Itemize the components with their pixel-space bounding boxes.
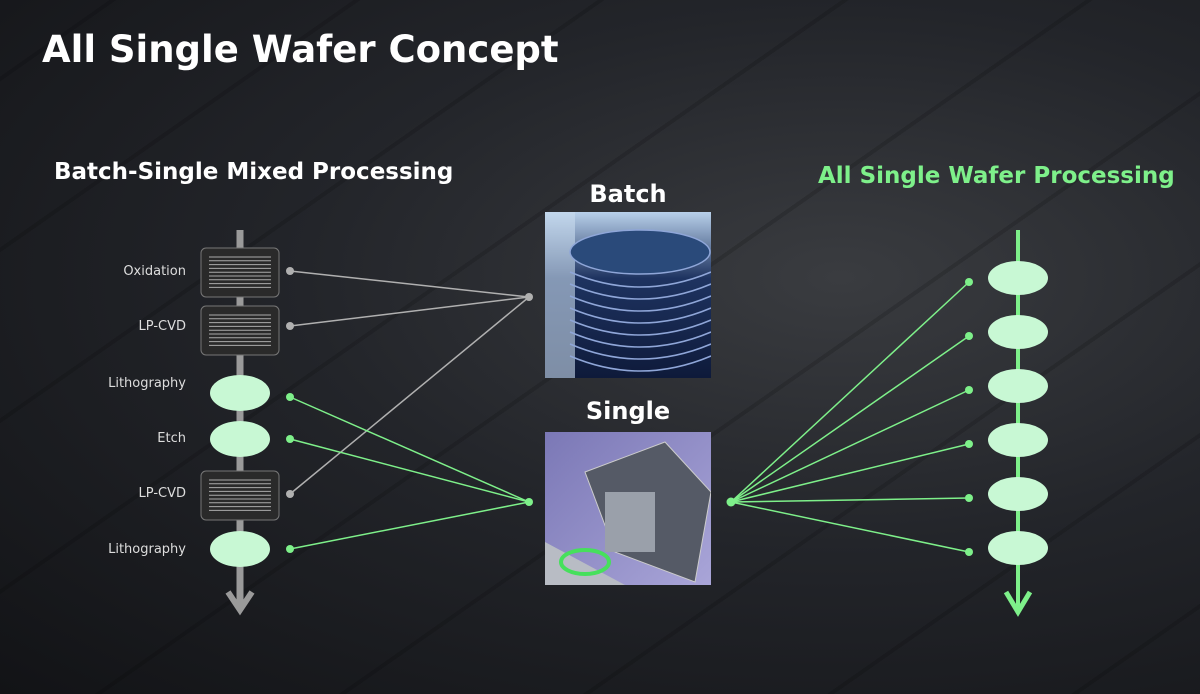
right-connector-dot <box>965 278 973 286</box>
right-connector <box>730 497 970 503</box>
single-connector-dots <box>286 393 533 553</box>
batch-box-lines <box>209 256 271 511</box>
left-heading: Batch-Single Mixed Processing <box>54 159 454 185</box>
batch-connectors <box>289 270 530 495</box>
single-caption: Single <box>585 397 671 425</box>
step-label: Lithography <box>108 376 186 391</box>
step-label: Lithography <box>108 542 186 557</box>
single-step-ellipse <box>210 375 270 567</box>
batch-wafer-image <box>545 212 711 378</box>
single-step-ellipse <box>988 315 1048 349</box>
right-connector-dot <box>965 440 973 448</box>
step-label: Etch <box>157 431 186 446</box>
single-step-ellipse <box>988 477 1048 511</box>
page-title: All Single Wafer Concept <box>42 28 559 71</box>
right-connector-dot <box>965 494 973 502</box>
right-arrow-head <box>1003 590 1033 617</box>
right-heading: All Single Wafer Processing <box>818 163 1175 189</box>
step-label: LP-CVD <box>138 319 186 334</box>
right-connector <box>730 389 970 503</box>
batch-connector-dots <box>286 267 533 498</box>
right-connector-dot <box>965 386 973 394</box>
single-wafer-tool-image <box>545 432 711 585</box>
single-step-ellipse <box>988 261 1048 295</box>
step-label: LP-CVD <box>138 486 186 501</box>
right-connector-dot <box>965 548 973 556</box>
step-label: Oxidation <box>123 264 186 279</box>
single-step-ellipse <box>988 423 1048 457</box>
right-connector <box>730 335 970 503</box>
batch-caption: Batch <box>589 180 667 208</box>
right-connector <box>730 443 970 503</box>
left-arrow-head <box>225 590 255 616</box>
right-hub-dot <box>726 497 736 507</box>
single-connectors <box>289 396 530 550</box>
right-connector <box>730 501 970 553</box>
single-step-ellipse <box>988 369 1048 403</box>
single-step-ellipse <box>988 531 1048 565</box>
right-connector-dot <box>965 332 973 340</box>
right-connector <box>730 281 970 503</box>
